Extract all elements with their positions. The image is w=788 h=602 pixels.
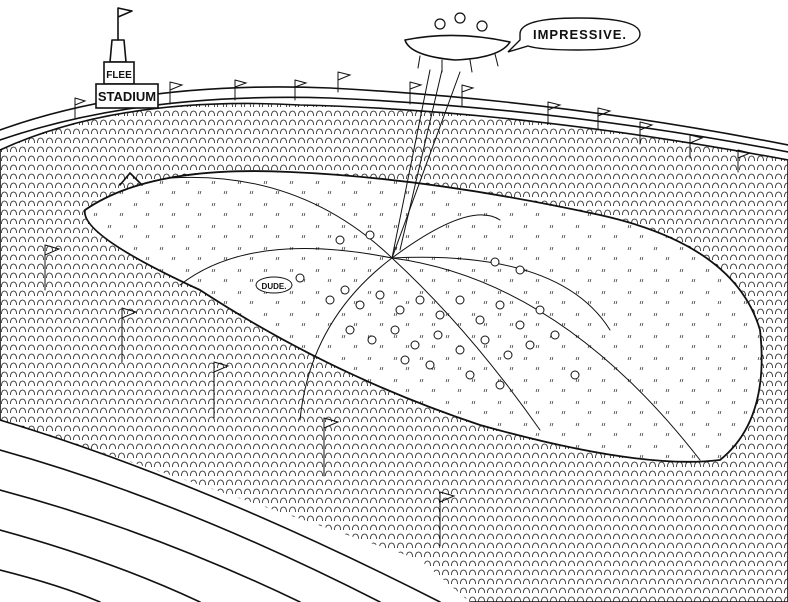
dude-text: DUDE. bbox=[262, 282, 287, 291]
hover-platform bbox=[404, 12, 511, 73]
running-track bbox=[0, 419, 470, 602]
tower-sign-top: FLEE bbox=[106, 70, 132, 81]
speech-bubble-text: IMPRESSIVE. bbox=[533, 27, 627, 42]
rim-flags bbox=[74, 71, 752, 173]
tower-sign-bottom: STADIUM bbox=[98, 89, 156, 104]
corner-flags bbox=[44, 244, 456, 547]
dude-speech: DUDE. bbox=[255, 276, 293, 294]
stadium-tower: FLEE STADIUM bbox=[95, 7, 159, 109]
playing-field bbox=[84, 170, 763, 463]
speech-bubble: IMPRESSIVE. bbox=[507, 17, 641, 53]
field-crowd bbox=[295, 230, 580, 390]
